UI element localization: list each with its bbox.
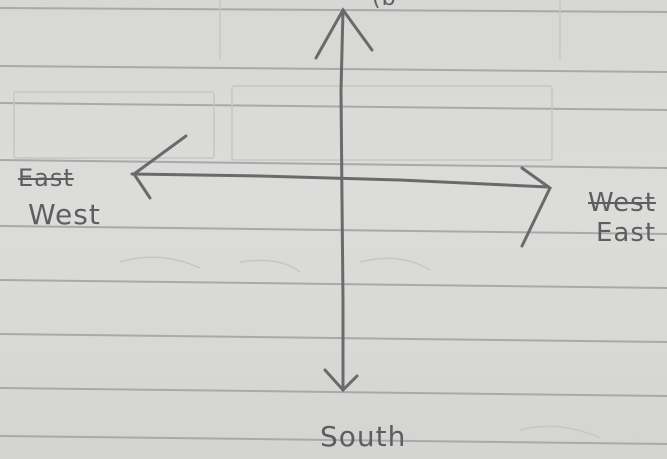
right-label-corrected: East: [596, 218, 657, 248]
ruled-line: [0, 65, 667, 73]
bleed-through-marks: [13, 0, 601, 439]
right-label-struck: West: [588, 188, 656, 218]
arrow-up-icon: [314, 7, 374, 60]
ruled-line: [0, 225, 667, 235]
arrow-right-icon: [520, 166, 552, 248]
ruled-line: [0, 435, 667, 445]
ruled-line: [0, 333, 667, 343]
ruled-line: [0, 102, 667, 111]
ruled-line: [0, 279, 667, 289]
left-label-corrected: West: [28, 198, 101, 231]
ruled-line: [0, 159, 667, 169]
ruled-line: [0, 7, 667, 13]
vertical-axis: [339, 8, 345, 390]
south-label: South: [320, 420, 407, 453]
ruled-line: [0, 387, 667, 397]
compass-axes: [130, 7, 552, 393]
ruled-lines: [0, 7, 667, 445]
left-label-struck: East: [18, 164, 74, 192]
arrow-down-icon: [323, 368, 359, 393]
arrow-left-icon: [131, 134, 188, 200]
north-label-partial: (b: [372, 0, 397, 11]
horizontal-axis: [130, 172, 550, 189]
